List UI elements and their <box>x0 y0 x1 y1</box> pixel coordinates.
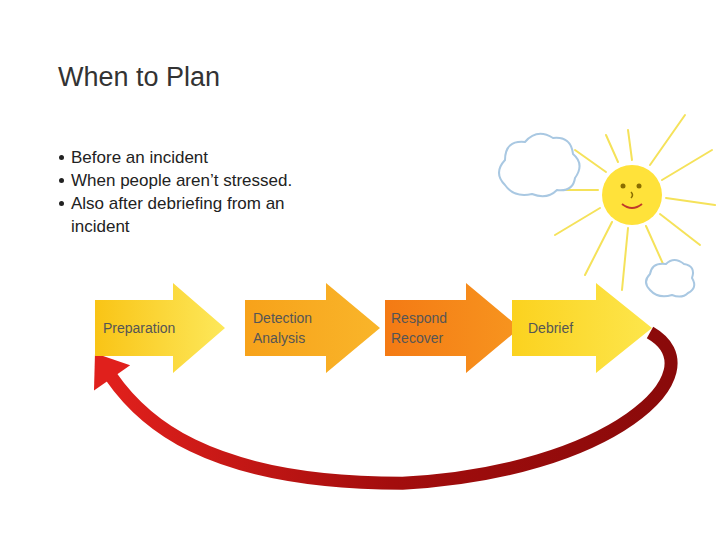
sun-nose <box>631 192 633 198</box>
arrow-shape <box>245 283 380 373</box>
bullet-text: Also after debriefing from an incident <box>58 192 320 238</box>
arrow-outline <box>245 283 380 373</box>
stage-arrow: Debrief <box>512 283 652 373</box>
stage-label: Debrief <box>528 318 608 338</box>
stage-arrow: Respond Recover <box>385 283 520 373</box>
stage-label: Detection Analysis <box>253 308 328 348</box>
bullet-list: Before an incidentWhen people aren’t str… <box>58 146 320 238</box>
slide-title: When to Plan <box>58 62 220 93</box>
sun-face <box>602 165 662 225</box>
arrow-outline <box>512 283 652 373</box>
cloud <box>499 134 580 196</box>
cloud <box>646 260 694 297</box>
stage-arrow: Detection Analysis <box>245 283 380 373</box>
sun-rays <box>555 115 715 290</box>
arrow-shape <box>385 283 520 373</box>
sun-eye <box>637 184 642 189</box>
bullet-text: Before an incident <box>58 146 320 169</box>
sun-eye <box>621 184 626 189</box>
bullet-text: When people aren’t stressed. <box>58 169 320 192</box>
stage-arrow: Preparation <box>95 283 225 373</box>
sun-smile <box>622 204 642 208</box>
stage-label: Respond Recover <box>391 308 463 348</box>
stage-label: Preparation <box>103 318 193 338</box>
arrow-outline <box>385 283 520 373</box>
arrow-outline <box>95 283 225 373</box>
arrow-head <box>94 353 130 390</box>
